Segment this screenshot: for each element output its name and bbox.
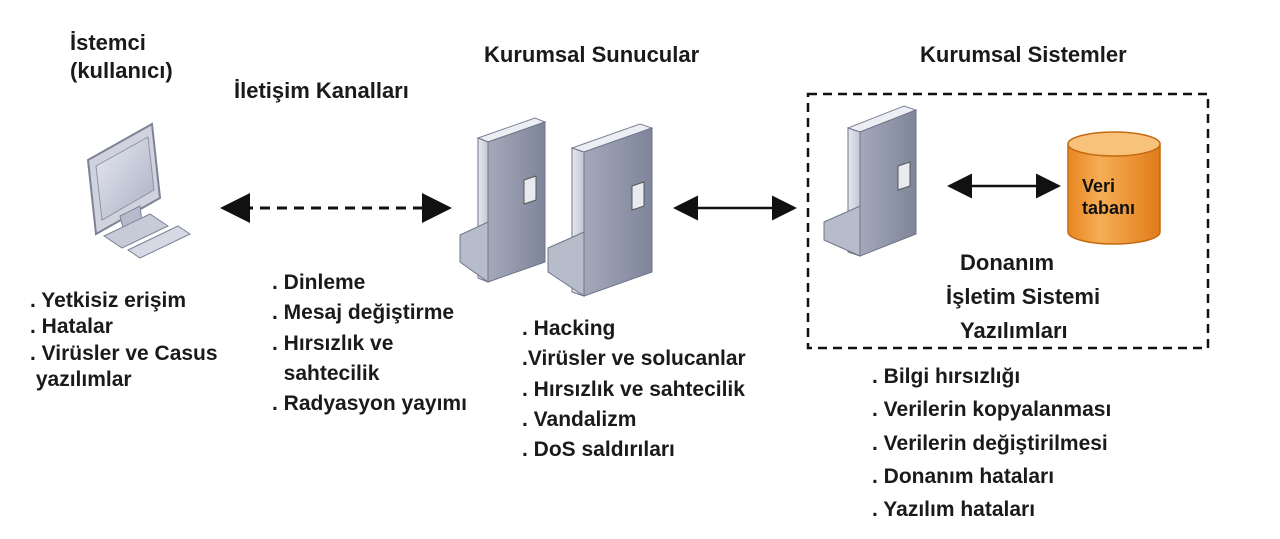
- computer-icon: [86, 122, 192, 259]
- list-item: . Vandalizm: [522, 407, 637, 431]
- database-icon: [1067, 131, 1161, 245]
- list-item: . Donanım hataları: [872, 464, 1055, 488]
- database-label-line2: tabanı: [1082, 197, 1136, 218]
- client-title-line2: (kullanıcı): [70, 58, 173, 83]
- list-item: .Virüsler ve solucanlar: [522, 347, 746, 371]
- list-item: . Radyasyon yayımı: [272, 392, 467, 415]
- list-item: . Mesaj değiştirme: [272, 301, 455, 325]
- channels-title: İletişim Kanalları: [234, 78, 409, 103]
- component-hardware: Donanım: [960, 250, 1055, 275]
- list-item: . Hırsızlık ve: [272, 331, 394, 355]
- server-icon: [823, 105, 918, 257]
- servers-title: Kurumsal Sunucular: [484, 42, 700, 67]
- list-item: . Verilerin kopyalanması: [872, 398, 1112, 422]
- list-item: . Dinleme: [272, 271, 366, 294]
- list-item: . Yetkisiz erişim: [30, 289, 187, 312]
- list-item: . Verilerin değiştirilmesi: [872, 431, 1108, 455]
- list-item: . Hırsızlık ve sahtecilik: [522, 377, 745, 401]
- systems-title: Kurumsal Sistemler: [920, 42, 1127, 67]
- list-item: . Virüsler ve Casus: [30, 341, 218, 365]
- systems-boundary: [806, 92, 1210, 350]
- list-item: . Hacking: [522, 317, 616, 340]
- list-item: sahtecilik: [272, 361, 380, 385]
- client-title-line1: İstemci: [70, 30, 146, 55]
- client-threat-list: . Yetkisiz erişim . Hatalar . Virüsler v…: [30, 288, 218, 393]
- list-item: . Hatalar: [30, 315, 113, 339]
- list-item: . Yazılım hataları: [872, 498, 1036, 521]
- channel-threat-list: . Dinleme . Mesaj değiştirme . Hırsızlık…: [272, 270, 467, 417]
- server-icon: [459, 117, 547, 283]
- component-software: Yazılımları: [960, 318, 1068, 343]
- list-item: . Bilgi hırsızlığı: [872, 365, 1021, 388]
- component-os: İşletim Sistemi: [946, 284, 1101, 309]
- list-item: . DoS saldırıları: [522, 438, 675, 461]
- server-icon: [547, 123, 654, 297]
- server-threat-list: . Hacking .Virüsler ve solucanlar . Hırs…: [522, 316, 746, 463]
- database-label-line1: Veri: [1082, 176, 1116, 196]
- list-item: yazılımlar: [30, 367, 132, 391]
- database-label: Veri tabanı: [1082, 176, 1135, 219]
- system-threat-list: . Bilgi hırsızlığı . Verilerin kopyalanm…: [872, 364, 1111, 523]
